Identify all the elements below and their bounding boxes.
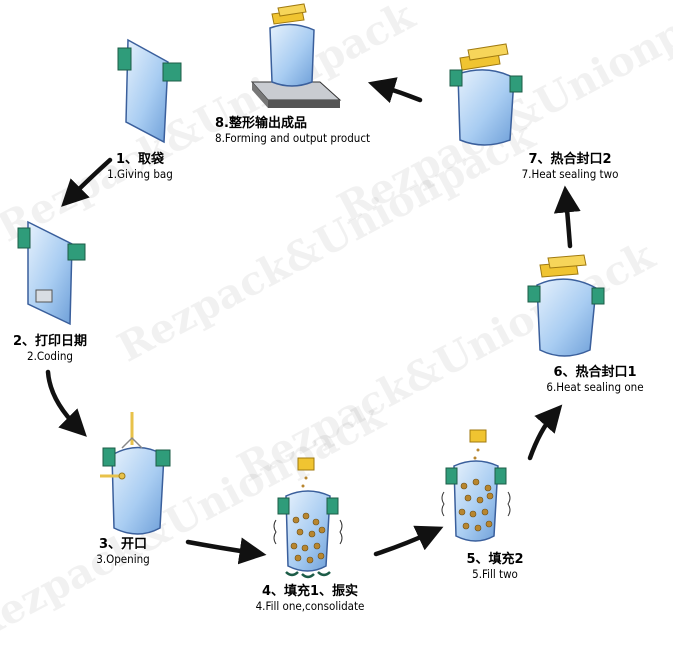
step-cn-label: 1、取袋 xyxy=(115,152,165,167)
step-en-label: 8.Forming and output product xyxy=(215,130,371,145)
arrow-3-to-4 xyxy=(185,537,267,565)
step-label-3: 3、开口 3.Opening xyxy=(68,537,178,566)
arrow-4-to-5 xyxy=(373,525,444,557)
step-label-8: 8.整形输出成品 8.Forming and output product xyxy=(215,116,415,145)
arrow-2-to-3 xyxy=(45,369,87,437)
step-cn-label: 7、热合封口2 xyxy=(528,152,612,167)
arrow-7-to-8 xyxy=(367,77,423,104)
step-cn-label: 3、开口 xyxy=(98,537,148,552)
step5-bag-illustration xyxy=(441,429,511,542)
step-en-label: 1.Giving bag xyxy=(107,166,173,181)
step-label-2: 2、打印日期 2.Coding xyxy=(0,334,100,363)
step3-bag-illustration xyxy=(100,412,171,535)
step-label-7: 7、热合封口2 7.Heat sealing two xyxy=(500,152,640,181)
arrow-5-to-6 xyxy=(527,404,563,461)
step-en-label: 4.Fill one,consolidate xyxy=(255,598,365,613)
step-label-5: 5、填充2 5.Fill two xyxy=(440,552,550,581)
step-label-6: 6、热合封口1 6.Heat sealing one xyxy=(525,365,665,394)
step6-bag-illustration xyxy=(527,254,605,357)
flow-arrows xyxy=(45,77,581,565)
step-en-label: 2.Coding xyxy=(27,348,73,363)
step-en-label: 7.Heat sealing two xyxy=(521,166,619,181)
step1-bag-illustration xyxy=(117,38,182,144)
step-cn-label: 5、填充2 xyxy=(466,552,524,567)
step4-bag-illustration xyxy=(273,457,343,579)
step-en-label: 3.Opening xyxy=(96,551,150,566)
step-en-label: 6.Heat sealing one xyxy=(546,379,644,394)
arrow-1-to-2 xyxy=(61,157,113,207)
step-cn-label: 8.整形输出成品 xyxy=(215,116,307,131)
step-cn-label: 2、打印日期 xyxy=(12,334,88,349)
step-cn-label: 4、填充1、振实 xyxy=(261,584,359,599)
diagram-graphics xyxy=(17,3,605,579)
step-label-4: 4、填充1、振实 4.Fill one,consolidate xyxy=(225,584,395,613)
step-en-label: 5.Fill two xyxy=(472,566,518,581)
step-label-1: 1、取袋 1.Giving bag xyxy=(80,152,200,181)
step8-conveyor-illustration xyxy=(250,3,342,108)
step7-bag-illustration xyxy=(449,43,523,146)
step-cn-label: 6、热合封口1 xyxy=(553,365,637,380)
step2-bag-illustration xyxy=(17,220,86,326)
arrow-6-to-7 xyxy=(553,185,581,249)
